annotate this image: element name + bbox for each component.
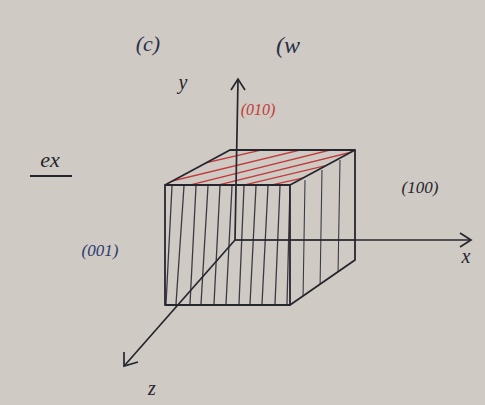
example-label: ex (40, 149, 60, 171)
handwritten-note: (w (276, 33, 300, 57)
axis-label: z (148, 378, 156, 398)
cube-outline (165, 150, 355, 305)
axes (124, 79, 471, 366)
axis-label: x (462, 246, 471, 266)
plane-label: (001) (82, 242, 119, 259)
axis-label: y (179, 72, 188, 92)
plane-label: (010) (241, 102, 276, 118)
side-hatching (303, 160, 340, 300)
underline (30, 175, 72, 177)
front-hatching (166, 186, 290, 304)
plane-label: (100) (402, 179, 439, 196)
figure-letter: (c) (136, 33, 160, 55)
